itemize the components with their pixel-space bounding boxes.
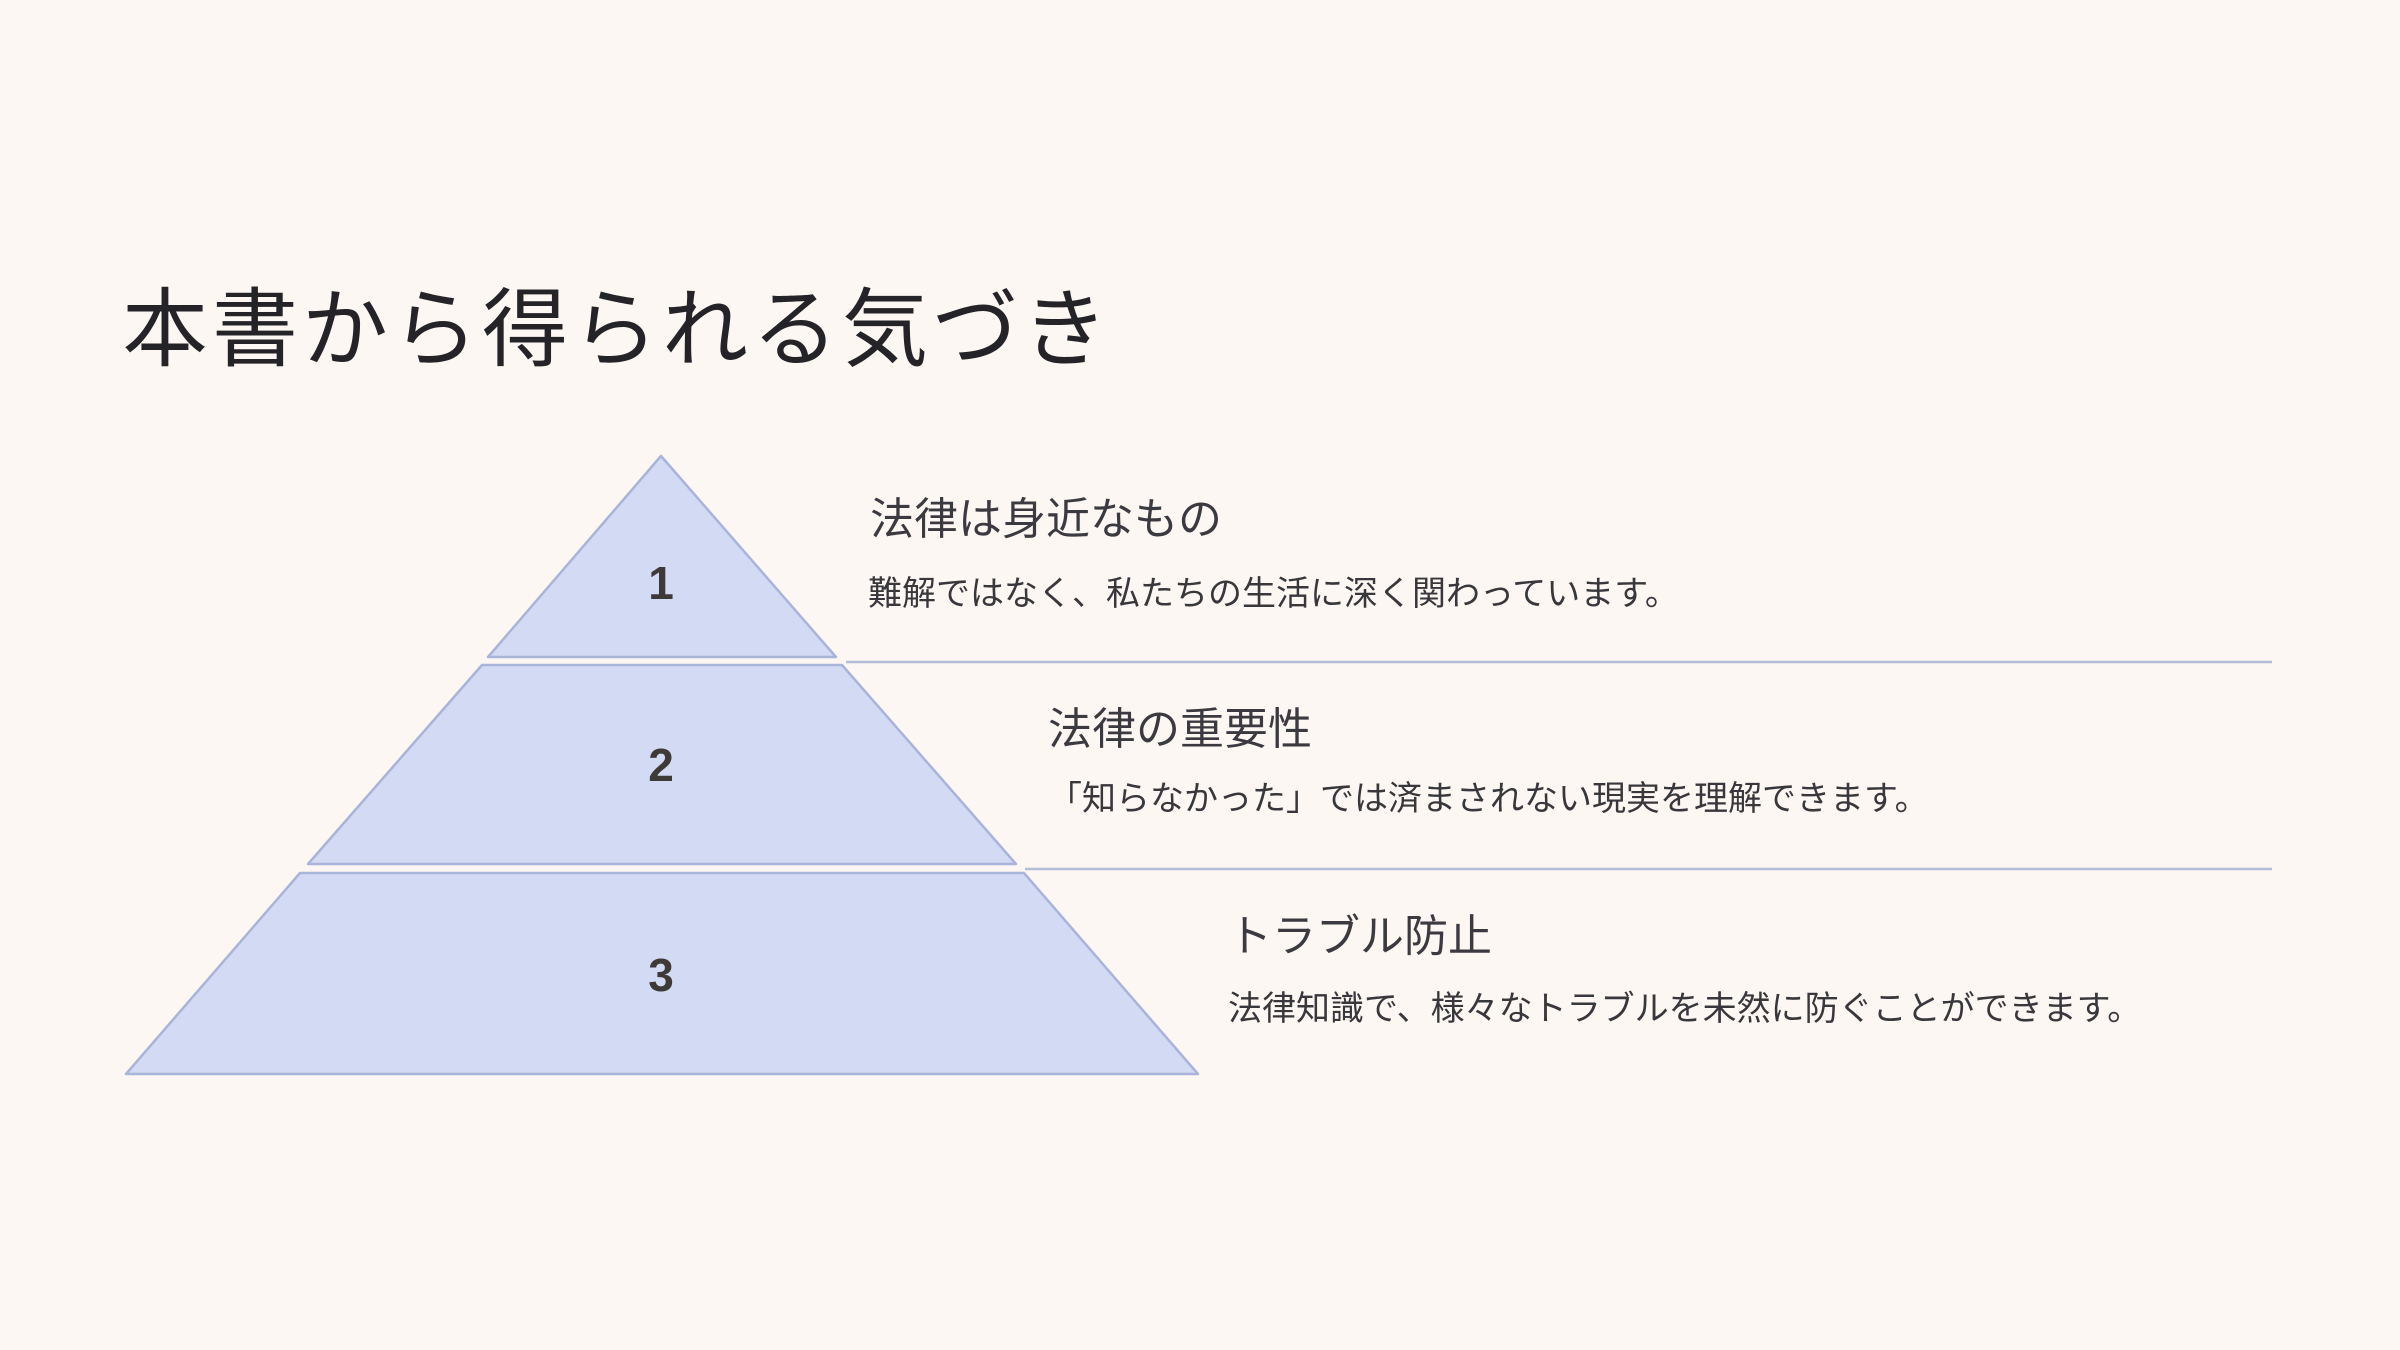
level-2-heading: 法律の重要性	[1048, 705, 1312, 754]
level-3-heading: トラブル防止	[1228, 912, 1492, 961]
level-2-description: 「知らなかった」では済まされない現実を理解できます。	[1048, 780, 1929, 818]
level-3-number: 3	[648, 949, 674, 1001]
level-2-number: 2	[648, 739, 674, 791]
level-3-description: 法律知識で、様々なトラブルを未然に防ぐことができます。	[1228, 990, 2142, 1028]
pyramid-level-2-shape	[306, 663, 1018, 866]
pyramid-level-1-shape	[486, 454, 838, 659]
level-1-number: 1	[648, 557, 674, 609]
pyramid-level-3-shape	[124, 871, 1200, 1076]
level-1-heading: 法律は身近なもの	[870, 495, 1222, 544]
slide-title: 本書から得られる気づき	[122, 282, 1112, 378]
level-1-description: 難解ではなく、私たちの生活に深く関わっています。	[868, 575, 1679, 613]
